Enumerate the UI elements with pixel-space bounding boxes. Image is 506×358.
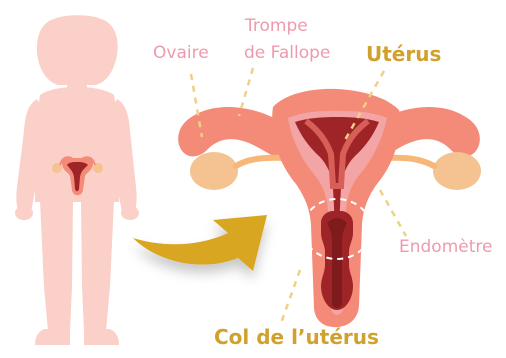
label-endometre: Endomètre: [399, 239, 492, 256]
label-col-uterus: Col de l’utérus: [214, 327, 379, 347]
label-uterus: Utérus: [366, 44, 441, 64]
label-trompe-line2: de Fallope: [244, 45, 330, 62]
arrow-icon: [133, 215, 267, 271]
uterus: [272, 89, 400, 327]
label-ovaire: Ovaire: [153, 45, 209, 62]
label-trompe-line1: Trompe: [245, 18, 308, 35]
